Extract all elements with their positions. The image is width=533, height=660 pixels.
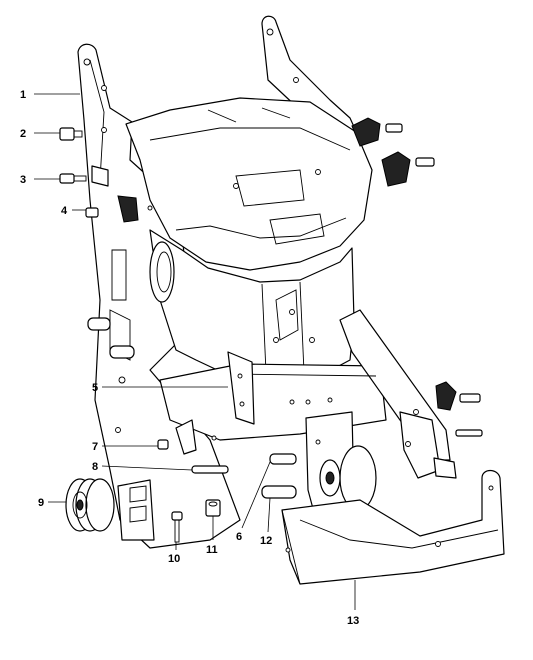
callout-1: 1 xyxy=(20,89,26,101)
callout-13: 13 xyxy=(347,615,359,627)
clip-part-4 xyxy=(85,195,153,223)
callout-10: 10 xyxy=(168,553,180,565)
pulley xyxy=(65,478,155,541)
callout-12: 12 xyxy=(260,535,272,547)
center-wheel-plate xyxy=(305,411,377,521)
motor-body xyxy=(149,229,355,383)
handle-knob-lower xyxy=(381,151,435,187)
bolt-part-7 xyxy=(157,419,217,455)
callout-3: 3 xyxy=(20,174,26,186)
bolt-part-3 xyxy=(59,165,109,187)
bracket-part-5 xyxy=(227,351,255,425)
motor-housing xyxy=(125,97,373,271)
front-guard xyxy=(281,469,505,585)
frame-studs xyxy=(87,317,135,359)
leader-lines xyxy=(34,93,356,610)
bolt-part-10 xyxy=(171,511,183,543)
callout-11: 11 xyxy=(206,544,218,556)
side-knob xyxy=(435,381,483,437)
callout-labels: 1 2 3 4 5 6 7 8 9 10 11 12 13 xyxy=(20,89,359,627)
callout-5: 5 xyxy=(92,382,98,394)
pin-part-8 xyxy=(191,465,229,474)
callout-2: 2 xyxy=(20,128,26,140)
callout-4: 4 xyxy=(61,205,68,217)
handle-knob-upper xyxy=(351,117,403,147)
right-adjuster-plate xyxy=(399,411,457,479)
spacer-part-6 xyxy=(269,453,297,465)
callout-9: 9 xyxy=(38,497,44,509)
spacer-part-12 xyxy=(261,485,297,499)
nut-part-11 xyxy=(205,499,221,517)
callout-6: 6 xyxy=(236,531,242,543)
callout-8: 8 xyxy=(92,461,98,473)
callout-7: 7 xyxy=(92,441,98,453)
knob-part-2 xyxy=(59,127,83,141)
